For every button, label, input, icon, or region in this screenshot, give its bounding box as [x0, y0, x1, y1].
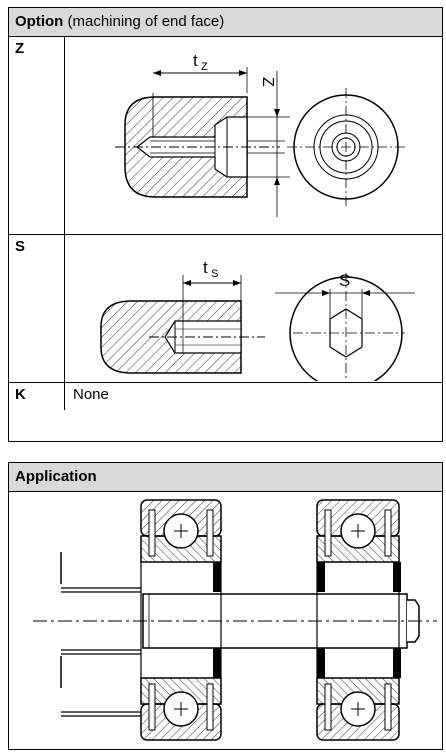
end-view-z	[287, 88, 405, 206]
label-z-side: Z	[259, 77, 276, 87]
label-ts-sub: S	[211, 268, 218, 280]
option-row-s: S	[9, 235, 442, 383]
option-header-rest: (machining of end face)	[63, 13, 225, 30]
option-k-text: None	[73, 386, 109, 403]
label-tz-sub: Z	[201, 61, 208, 73]
option-row-z: Z	[9, 37, 442, 235]
option-table: Option (machining of end face) Z	[8, 7, 443, 442]
label-ts: t	[203, 258, 208, 277]
option-s-drawing: t S S	[100, 258, 415, 381]
option-key-k: K	[9, 383, 65, 410]
option-z-drawing-cell: t Z Z	[65, 37, 442, 234]
option-table-header: Option (machining of end face)	[9, 8, 442, 37]
option-z-drawing: t Z Z	[115, 51, 405, 217]
housing-left	[60, 552, 141, 717]
option-key-z: Z	[9, 37, 65, 234]
end-view-s: S	[275, 271, 415, 381]
shaft-section-z	[124, 96, 248, 198]
option-row-k: K None	[9, 383, 442, 410]
label-tz: t	[193, 51, 198, 70]
option-header-bold: Option	[15, 13, 64, 30]
bearing-left	[140, 499, 222, 741]
dimension-ts: t S	[182, 258, 242, 321]
dimension-tz: t Z	[152, 51, 248, 137]
application-table-header: Application	[9, 463, 442, 492]
application-table: Application	[8, 462, 443, 750]
option-key-s: S	[9, 235, 65, 382]
label-s-width: S	[339, 271, 350, 290]
application-drawing	[33, 499, 437, 741]
bearing-right	[316, 499, 401, 741]
dimension-z-side: Z	[247, 71, 290, 217]
option-s-drawing-cell: t S S	[65, 235, 442, 382]
